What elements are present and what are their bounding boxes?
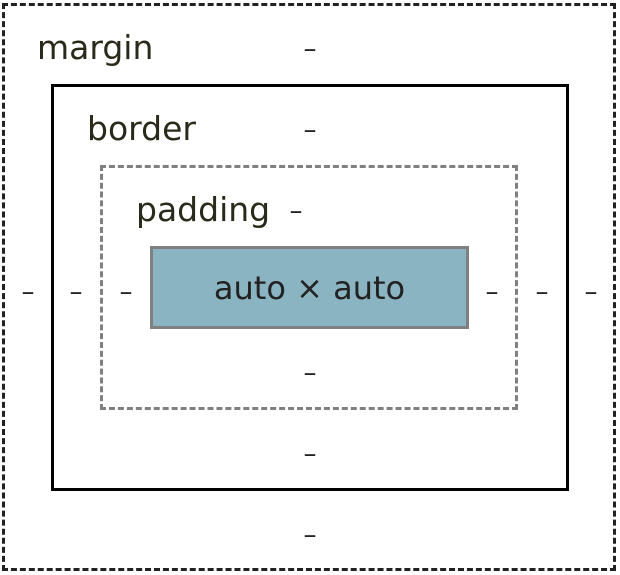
margin-bottom-value: – — [303, 520, 317, 550]
content-size-label: auto × auto — [213, 268, 406, 307]
margin-box — [2, 3, 616, 571]
margin-right-value: – — [584, 277, 598, 307]
padding-box — [100, 165, 518, 410]
padding-top-value: – — [289, 196, 303, 226]
margin-label: margin — [37, 28, 154, 67]
border-left-value: – — [69, 277, 83, 307]
margin-top-value: – — [303, 34, 317, 64]
padding-left-value: – — [119, 277, 133, 307]
padding-bottom-value: – — [303, 358, 317, 388]
border-top-value: – — [303, 115, 317, 145]
border-label: border — [87, 109, 196, 148]
padding-label: padding — [136, 190, 271, 229]
border-bottom-value: – — [303, 439, 317, 469]
border-box — [51, 84, 569, 491]
margin-left-value: – — [21, 277, 35, 307]
content-box: auto × auto — [150, 246, 469, 329]
border-right-value: – — [535, 277, 549, 307]
padding-right-value: – — [485, 277, 499, 307]
